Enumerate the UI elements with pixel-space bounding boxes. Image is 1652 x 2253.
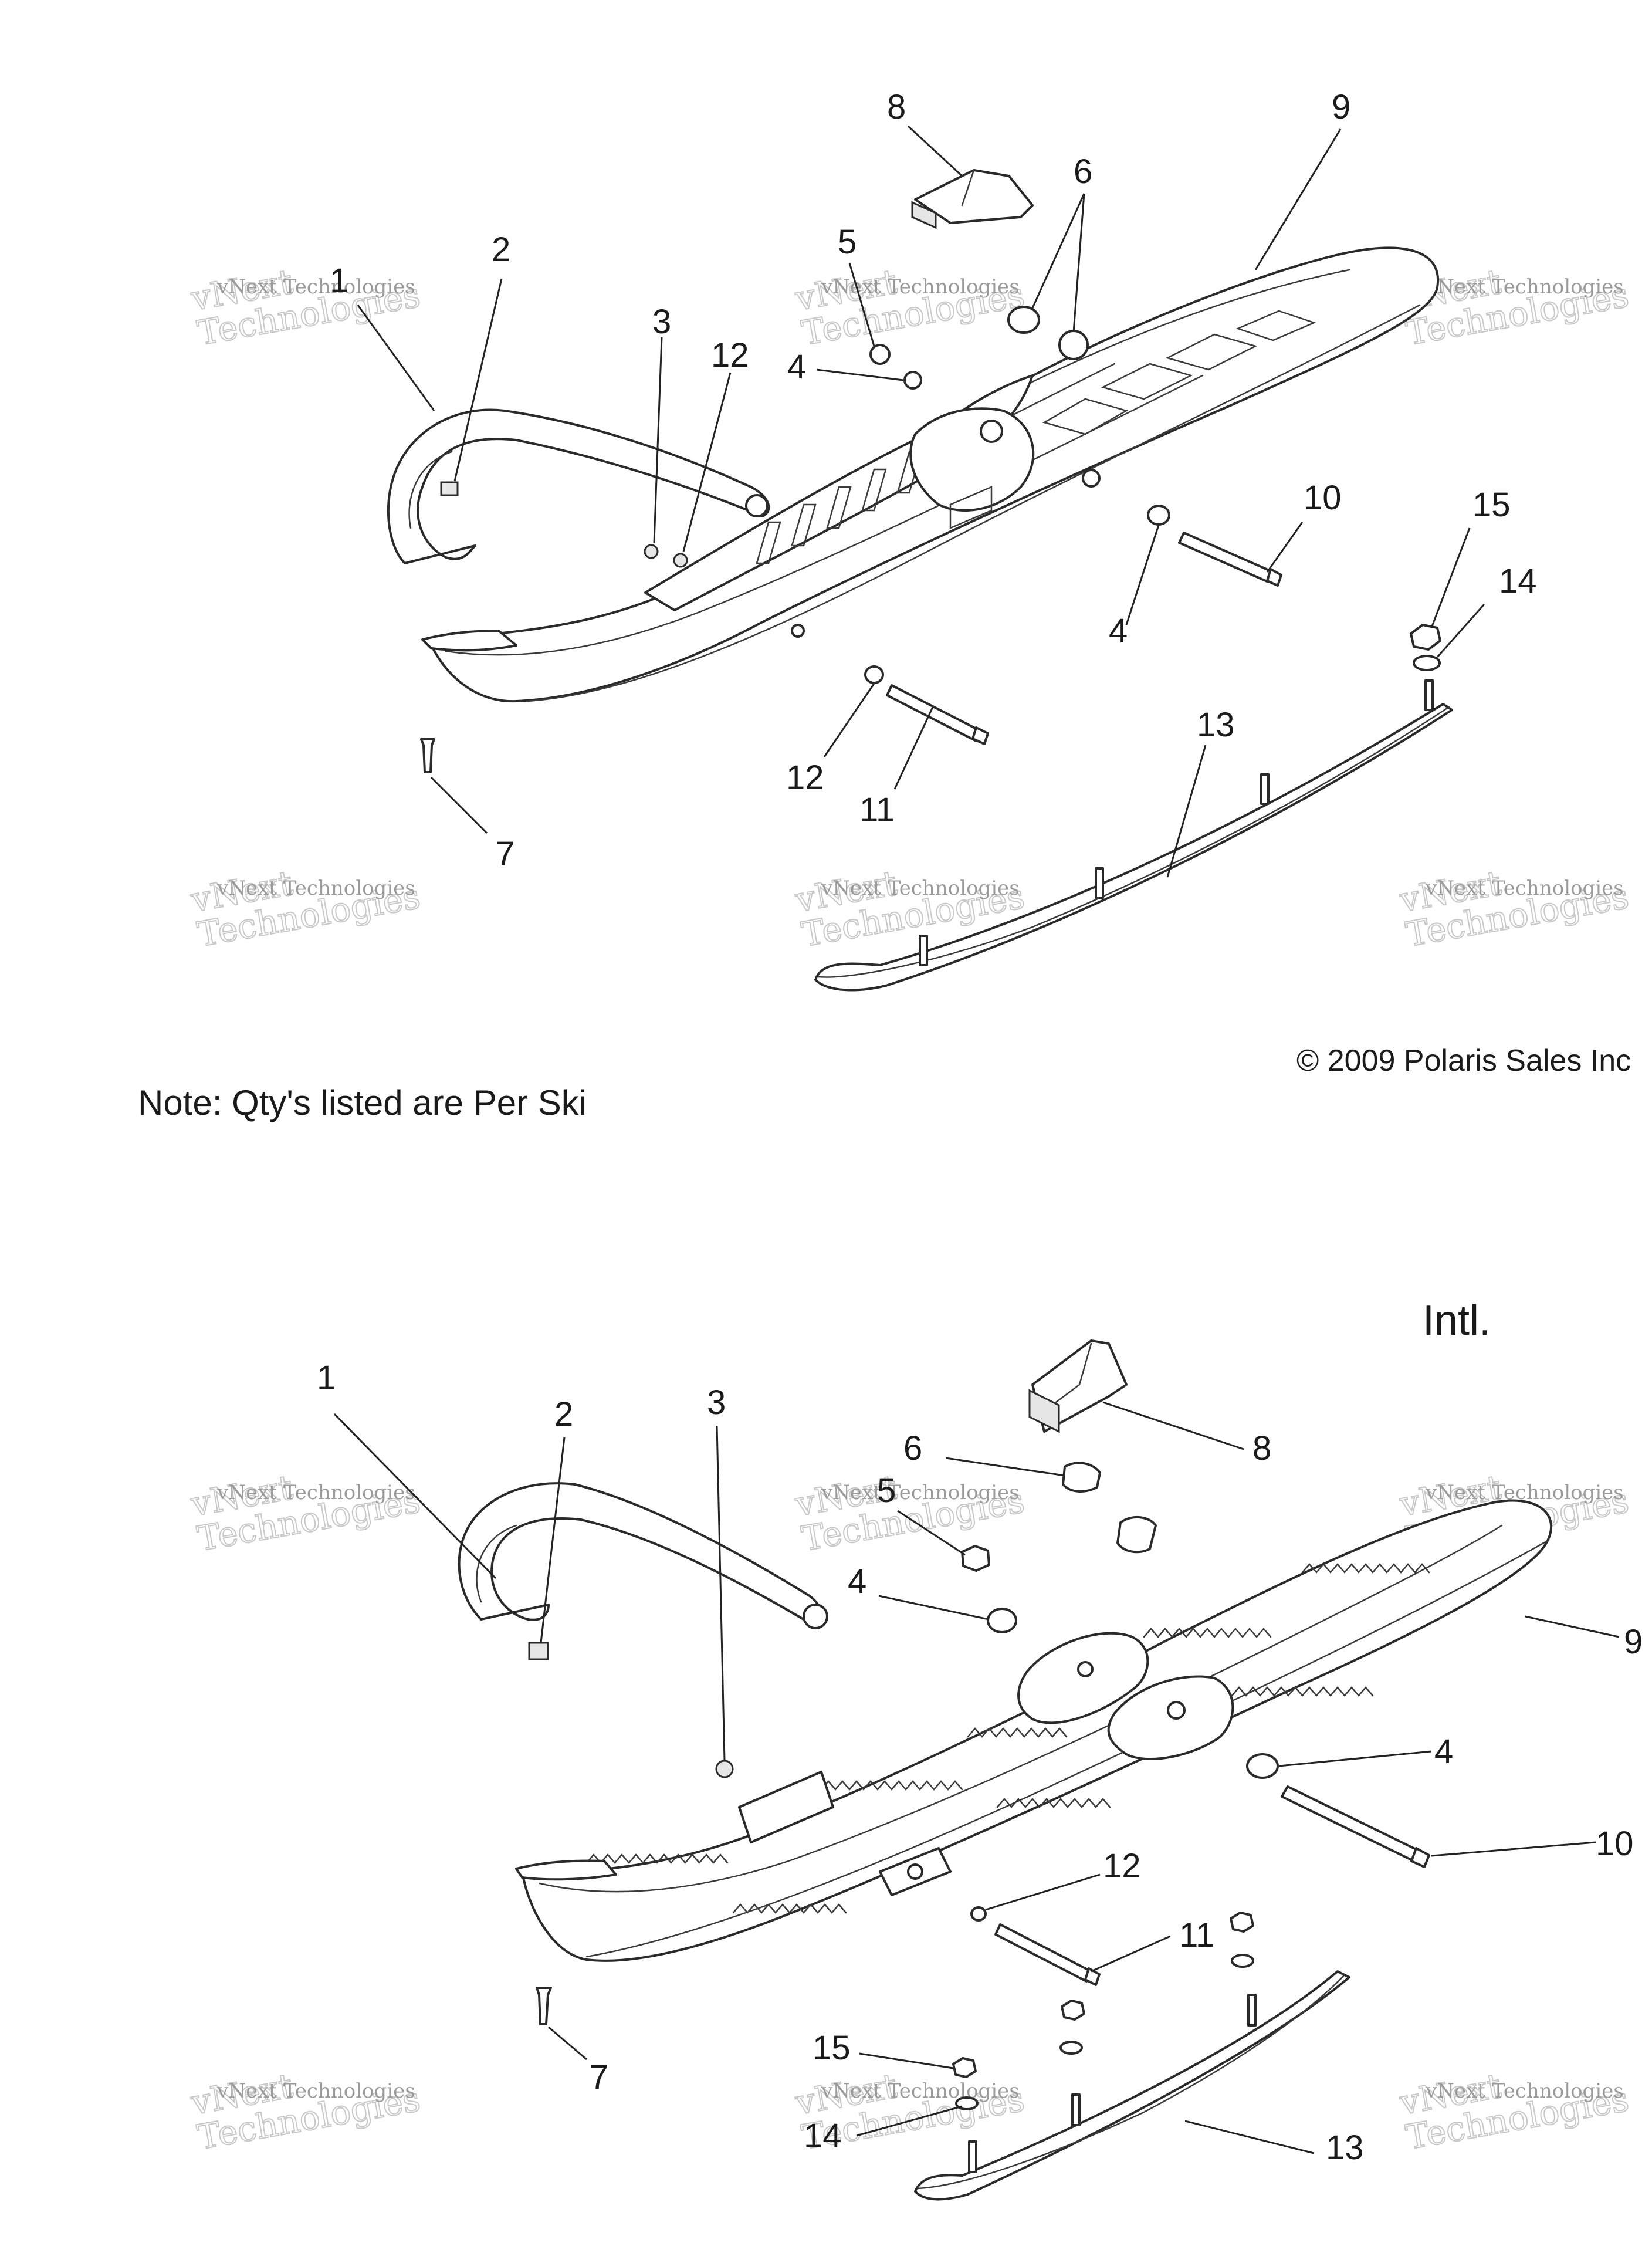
diagram-top: 1 2 3 12 5 4 6 8 9 10 15 14 4 12 11 13 7 bbox=[330, 88, 1537, 992]
watermark-text: vNext Technologies bbox=[821, 877, 1020, 900]
callout: 7 bbox=[590, 2058, 608, 2096]
callout: 5 bbox=[877, 1471, 896, 1510]
callout: 13 bbox=[1326, 2129, 1364, 2167]
callout: 6 bbox=[903, 1429, 922, 1467]
callouts-bottom: 1 2 3 6 8 5 4 9 4 10 12 11 15 14 13 7 bbox=[317, 1359, 1643, 2167]
callout: 12 bbox=[1103, 1847, 1141, 1885]
watermark-text: vNext Technologies bbox=[1425, 275, 1624, 299]
bolt-10 bbox=[1178, 532, 1274, 583]
watermark-text: vNext Technologies bbox=[216, 877, 415, 900]
callout: 4 bbox=[1434, 1733, 1453, 1771]
watermark-text: vNext Technologies bbox=[821, 2079, 1020, 2103]
callout: 9 bbox=[1332, 88, 1350, 126]
loop-handle-bottom bbox=[458, 1482, 828, 1629]
watermark: vNext Technologies vNext Technologies bbox=[187, 261, 424, 354]
spacer-6a bbox=[1062, 1462, 1101, 1493]
watermark-text: vNext Technologies bbox=[216, 1481, 415, 1504]
callout: 1 bbox=[330, 262, 348, 300]
clip-2 bbox=[528, 1642, 549, 1660]
copyright-text: © 2009 Polaris Sales Inc bbox=[1296, 1044, 1631, 1078]
washer-4b bbox=[1147, 505, 1170, 526]
callout: 5 bbox=[838, 223, 857, 261]
watermark-text: vNext Technologies bbox=[216, 275, 415, 299]
watermark-text: vNext Technologies bbox=[216, 2079, 415, 2103]
ski-body-top bbox=[421, 246, 1440, 703]
hardware-top bbox=[420, 169, 1441, 773]
ski-body-bottom bbox=[515, 1499, 1553, 1962]
callout: 10 bbox=[1304, 479, 1342, 517]
watermark: vNext Technologies vNext Technologies bbox=[187, 1467, 424, 1559]
washer-14 bbox=[1413, 655, 1441, 671]
watermark: vNext Technologies vNext Technologies bbox=[1396, 2065, 1632, 2158]
leader-lines-bottom bbox=[333, 1401, 1620, 2154]
rivet-7 bbox=[536, 1987, 552, 2025]
clip-2 bbox=[440, 481, 459, 496]
watermark: vNext Technologies vNext Technologies bbox=[187, 2065, 424, 2158]
washer-4a bbox=[903, 371, 922, 390]
callout: 7 bbox=[496, 835, 514, 873]
watermark-text: vNext Technologies bbox=[821, 275, 1020, 299]
callout: 13 bbox=[1197, 706, 1235, 744]
callout: 4 bbox=[787, 348, 806, 386]
loop-handle-top bbox=[387, 408, 770, 564]
nut-5 bbox=[869, 344, 891, 365]
skag-bracket-8 bbox=[911, 169, 1034, 229]
nut-15 bbox=[1410, 624, 1441, 651]
watermark-text: vNext Technologies bbox=[821, 1481, 1020, 1504]
watermark-text: vNext Technologies bbox=[1425, 2079, 1624, 2103]
watermark: vNext Technologies vNext Technologies bbox=[187, 862, 424, 955]
callout: 3 bbox=[652, 303, 671, 341]
nut-15 bbox=[952, 2057, 977, 2078]
callout: 6 bbox=[1074, 153, 1092, 191]
callout: 12 bbox=[786, 759, 824, 797]
callout: 8 bbox=[887, 88, 906, 126]
callout: 1 bbox=[317, 1359, 336, 1397]
washer-4a bbox=[987, 1608, 1017, 1633]
bolt-11 bbox=[886, 684, 981, 742]
callout: 4 bbox=[1109, 612, 1128, 650]
leader-lines-top bbox=[357, 125, 1485, 878]
bolt-10 bbox=[1281, 1785, 1421, 1862]
washer-12b bbox=[864, 665, 884, 684]
watermark: vNext Technologies vNext Technologies bbox=[1396, 862, 1632, 955]
wear-bar-top bbox=[814, 679, 1453, 992]
washer-12 bbox=[970, 1906, 987, 1922]
wear-bar-bottom bbox=[914, 1970, 1350, 2201]
callout: 2 bbox=[554, 1395, 573, 1433]
callout: 3 bbox=[707, 1383, 726, 1422]
callouts-top: 1 2 3 12 5 4 6 8 9 10 15 14 4 12 11 13 7 bbox=[330, 88, 1537, 873]
callout: 15 bbox=[813, 2029, 851, 2067]
diagram-bottom: Intl. bbox=[317, 1297, 1643, 2201]
intl-label: Intl. bbox=[1423, 1297, 1491, 1344]
callout: 2 bbox=[492, 231, 510, 269]
callout: 14 bbox=[804, 2117, 842, 2155]
washer-12a bbox=[673, 553, 688, 568]
callout: 4 bbox=[848, 1562, 866, 1601]
callout: 15 bbox=[1472, 486, 1511, 524]
callout: 10 bbox=[1596, 1825, 1634, 1863]
note-text: Note: Qty's listed are Per Ski bbox=[138, 1083, 587, 1122]
callout: 11 bbox=[859, 791, 895, 829]
nut-3 bbox=[715, 1760, 734, 1778]
callout: 12 bbox=[711, 336, 749, 374]
callout: 14 bbox=[1499, 562, 1537, 600]
nut-3 bbox=[644, 544, 659, 559]
bolt-11 bbox=[994, 1923, 1092, 1983]
watermark: vNext Technologies vNext Technologies bbox=[791, 261, 1028, 354]
watermark-text: vNext Technologies bbox=[1425, 877, 1624, 900]
callout: 9 bbox=[1624, 1623, 1643, 1661]
callout: 8 bbox=[1252, 1429, 1271, 1467]
washer-4b bbox=[1246, 1753, 1279, 1779]
skag-bracket-8 bbox=[1028, 1339, 1128, 1433]
callout: 11 bbox=[1179, 1916, 1214, 1954]
spacer-6b bbox=[1116, 1515, 1157, 1554]
watermark: vNext Technologies vNext Technologies bbox=[791, 1467, 1028, 1559]
spacer-6b bbox=[1058, 330, 1089, 360]
nut-5 bbox=[961, 1545, 990, 1572]
rivet-7 bbox=[420, 738, 435, 773]
hardware-bottom bbox=[528, 1339, 1430, 2110]
spacer-6a bbox=[1007, 306, 1040, 334]
